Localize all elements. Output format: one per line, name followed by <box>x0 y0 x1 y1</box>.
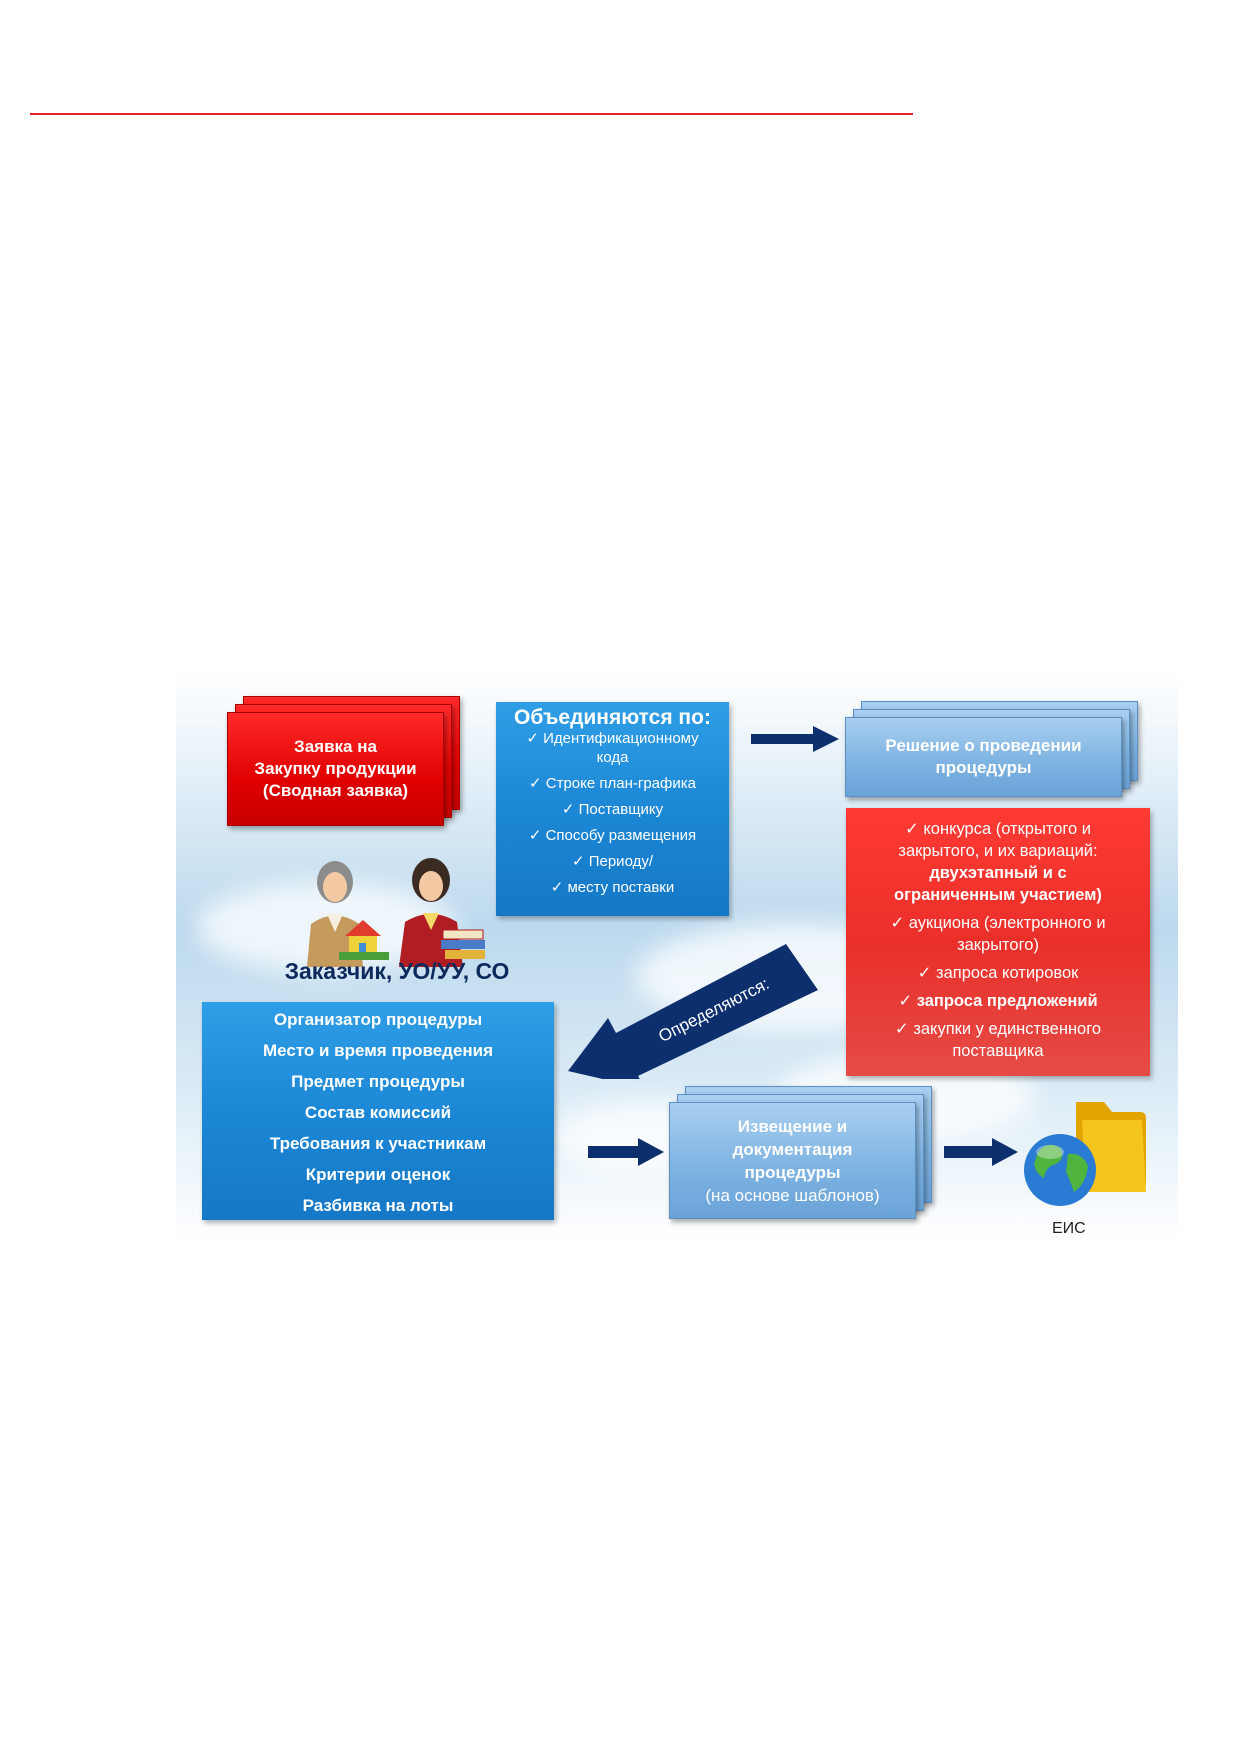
combine-item-line: ✓ месту поставки <box>550 879 675 896</box>
param-item: Требования к участникам <box>269 1134 487 1153</box>
request-line: Заявка на <box>294 737 377 756</box>
param-item: Организатор процедуры <box>273 1010 483 1029</box>
request-line: Закупку продукции <box>254 759 417 778</box>
method-line: ✓ аукциона (электронного и <box>890 914 1106 932</box>
notice-line: процедуры <box>744 1162 841 1182</box>
methods-box: ✓ конкурса (открытого и закрытого, и их … <box>846 808 1150 1076</box>
decision-line: Решение о проведении <box>885 736 1082 755</box>
arrow-to-decision <box>751 726 839 752</box>
param-item: Состав комиссий <box>304 1103 452 1122</box>
method-line: ✓ запроса котировок <box>917 964 1079 982</box>
combine-item-line: ✓ Способу размещения <box>528 827 697 844</box>
notice-line: (на основе шаблонов) <box>705 1185 880 1205</box>
arrow-to-eis <box>944 1138 1018 1166</box>
combine-item: ✓ месту поставки <box>496 878 729 897</box>
combine-item: ✓ Периоду/ <box>496 852 729 871</box>
arrow-determined <box>568 944 818 1079</box>
notice-box: Извещение и документация процедуры (на о… <box>669 1086 932 1219</box>
method-item: ✓ запроса котировок <box>846 962 1150 984</box>
notice-line: Извещение и <box>737 1116 848 1136</box>
param-item: Место и время проведения <box>262 1041 494 1060</box>
combine-item: ✓ Поставщику <box>496 800 729 819</box>
combine-item-line: ✓ Строке план-графика <box>529 775 696 792</box>
combine-item: ✓ Строке план-графика <box>496 774 729 793</box>
method-line: ✓ закупки у единственного <box>894 1020 1102 1038</box>
method-line: закрытого) <box>957 936 1039 954</box>
decision-box-front: Решение о проведении процедуры <box>845 717 1122 797</box>
method-line: поставщика <box>952 1042 1044 1060</box>
method-line: двухэтапный и с <box>929 864 1067 882</box>
method-item: ✓ аукциона (электронного и закрытого) <box>846 912 1150 956</box>
param-item: Разбивка на лоты <box>302 1196 454 1215</box>
request-box-front: Заявка на Закупку продукции (Сводная зая… <box>227 712 444 826</box>
method-item: ✓ конкурса (открытого и закрытого, и их … <box>846 818 1150 906</box>
procurement-diagram: Заявка на Закупку продукции (Сводная зая… <box>176 672 1178 1240</box>
eis-label: ЕИС <box>1052 1220 1086 1237</box>
globe-folder-icon <box>1024 1102 1146 1206</box>
combine-item: ✓ Способу размещения <box>496 826 729 845</box>
decision-line: процедуры <box>935 758 1032 777</box>
request-line: (Сводная заявка) <box>262 781 409 800</box>
notice-line: документация <box>732 1139 853 1159</box>
param-item: Критерии оценок <box>305 1165 451 1184</box>
customer-label: Заказчик, УО/УУ, СО <box>284 958 510 984</box>
params-box: Организатор процедуры Место и время пров… <box>202 1002 554 1220</box>
combine-item: ✓ Идентификационному кода <box>496 729 729 767</box>
decision-box: Решение о проведении процедуры <box>845 701 1138 797</box>
combine-title: Объединяются по: <box>514 706 711 729</box>
combine-item-line: ✓ Идентификационному <box>526 730 699 747</box>
param-item: Предмет процедуры <box>291 1072 465 1091</box>
method-item: ✓ запроса предложений <box>846 990 1150 1012</box>
method-line: ✓ конкурса (открытого и <box>904 820 1092 838</box>
notice-box-front: Извещение и документация процедуры (на о… <box>669 1102 916 1219</box>
method-line: ✓ запроса предложений <box>898 992 1098 1010</box>
top-red-rule <box>30 113 913 115</box>
method-line: ограниченным участием) <box>894 886 1102 904</box>
combine-item-line: ✓ Периоду/ <box>571 853 653 870</box>
combine-item-line: кода <box>596 749 629 766</box>
method-item: ✓ закупки у единственного поставщика <box>846 1018 1150 1062</box>
combine-box: Объединяются по: ✓ Идентификационному ко… <box>496 702 729 916</box>
two-business-women-icon <box>307 858 485 967</box>
combine-item-line: ✓ Поставщику <box>561 801 664 818</box>
arrow-to-notice <box>588 1138 664 1166</box>
request-box: Заявка на Закупку продукции (Сводная зая… <box>227 696 460 826</box>
method-line: закрытого, и их вариаций: <box>898 842 1098 860</box>
